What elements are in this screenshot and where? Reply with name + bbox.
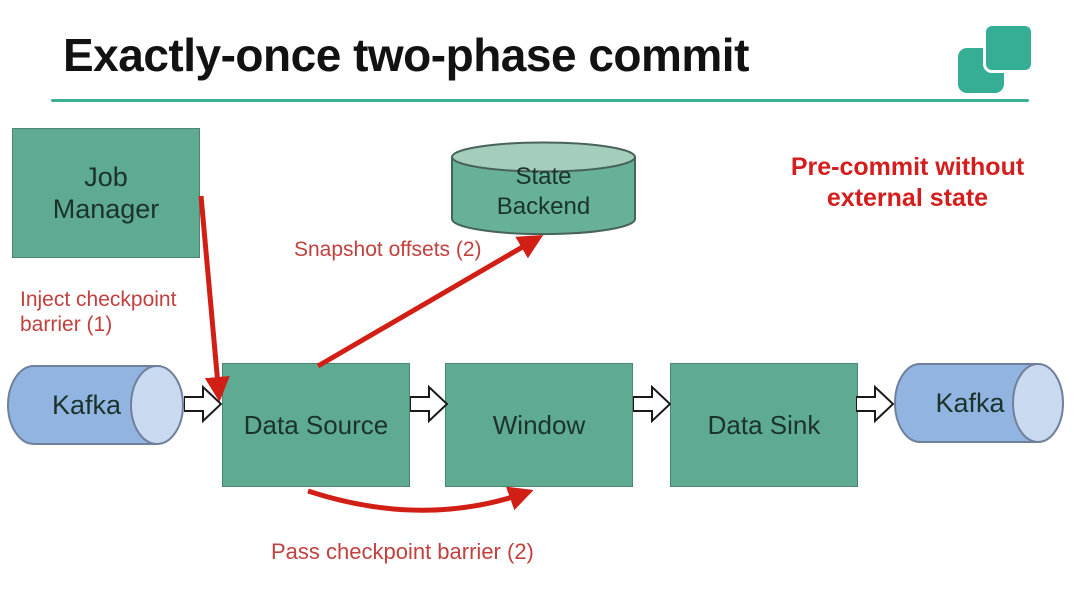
node-data-source: Data Source xyxy=(222,363,410,487)
arrow-inject-checkpoint-barrier xyxy=(198,195,230,402)
node-job-manager: Job Manager xyxy=(12,128,200,258)
flow-arrow-source-to-window xyxy=(410,385,448,423)
flink-squares-icon xyxy=(950,18,1040,98)
node-state-backend: State Backend xyxy=(450,141,637,236)
node-state-backend-label: State Backend xyxy=(496,162,591,220)
node-window: Window xyxy=(445,363,633,487)
node-kafka-output-label: Kafka xyxy=(935,387,1005,418)
page-title: Exactly-once two-phase commit xyxy=(63,29,749,81)
logo-square-front xyxy=(983,23,1034,73)
state-backend-cylinder-shape xyxy=(451,141,636,236)
title-underline xyxy=(51,99,1029,102)
node-data-source-label: Data Source xyxy=(243,410,389,440)
precommit-annotation: Pre-commit without external state xyxy=(790,153,1025,212)
label-snapshot-offsets: Snapshot offsets (2) xyxy=(294,238,482,261)
arrow-pass-checkpoint-barrier xyxy=(307,486,534,513)
node-kafka-output: Kafka xyxy=(893,362,1065,444)
node-kafka-input-label: Kafka xyxy=(51,389,122,420)
flow-arrow-sink-to-kafka xyxy=(856,385,894,423)
node-job-manager-label: Job Manager xyxy=(52,162,160,224)
kafka-input-cylinder-shape xyxy=(7,365,184,445)
label-pass-checkpoint-barrier: Pass checkpoint barrier (2) xyxy=(271,539,534,564)
flow-arrow-kafka-to-source xyxy=(184,385,222,423)
node-kafka-input: Kafka xyxy=(6,364,185,446)
node-data-sink: Data Sink xyxy=(670,363,858,487)
label-inject-checkpoint-barrier: Inject checkpoint barrier (1) xyxy=(20,288,177,336)
flow-arrow-window-to-sink xyxy=(633,385,671,423)
kafka-output-cylinder-shape xyxy=(894,363,1064,443)
node-data-sink-label: Data Sink xyxy=(707,410,821,440)
node-window-label: Window xyxy=(492,410,586,440)
